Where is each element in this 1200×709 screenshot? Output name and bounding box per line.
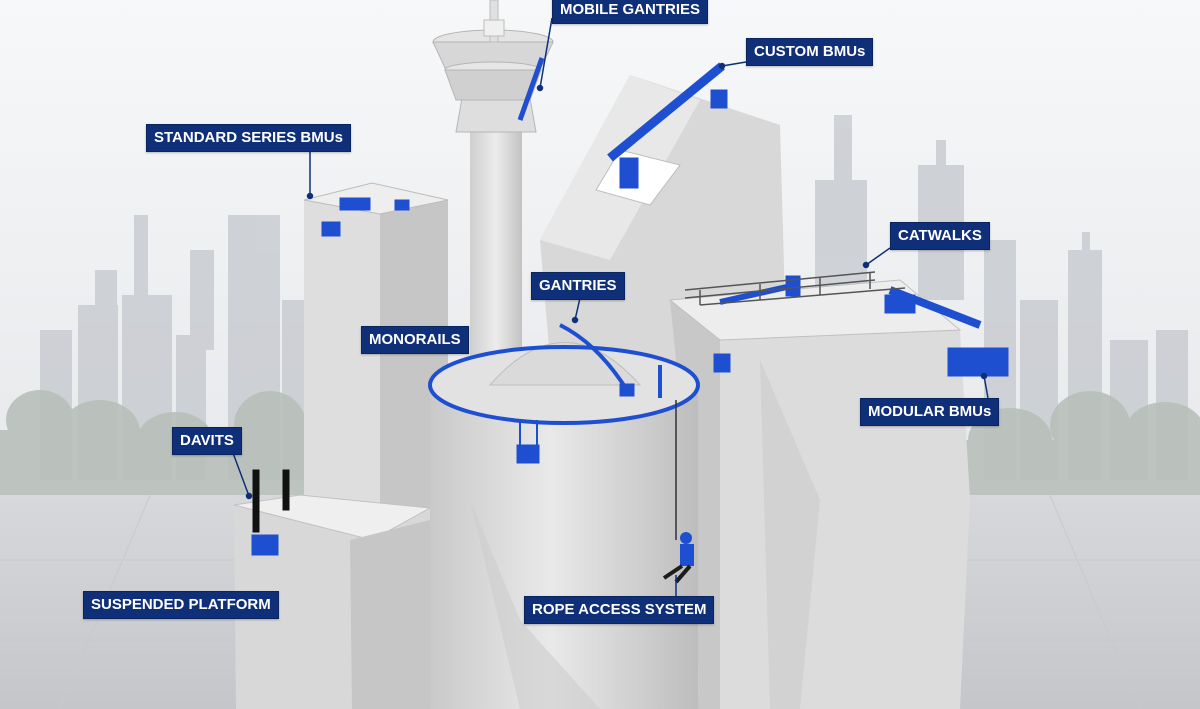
label-suspended-platform: SUSPENDED PLATFORM [83,591,279,619]
tree-line [0,390,1200,495]
callout-leader-lines [232,17,989,596]
modular-building [668,279,970,709]
rope-access-worker [662,400,694,584]
label-mobile-gantries: MOBILE GANTRIES [552,0,709,24]
catwalk-railings [684,271,906,306]
label-gantries: GANTRIES [531,272,625,300]
label-custom-bmus: CUSTOM BMUs [746,38,874,66]
label-monorails: MONORAILS [361,326,469,354]
label-davits: DAVITS [172,427,242,455]
label-modular-bmus: MODULAR BMUs [860,398,1000,426]
label-standard-series-bmus: STANDARD SERIES BMUs [146,124,351,152]
label-catwalks: CATWALKS [890,222,990,250]
domed-cylinder [428,342,700,709]
label-rope-access-system: ROPE ACCESS SYSTEM [524,596,715,624]
low-platform-building [233,494,432,709]
